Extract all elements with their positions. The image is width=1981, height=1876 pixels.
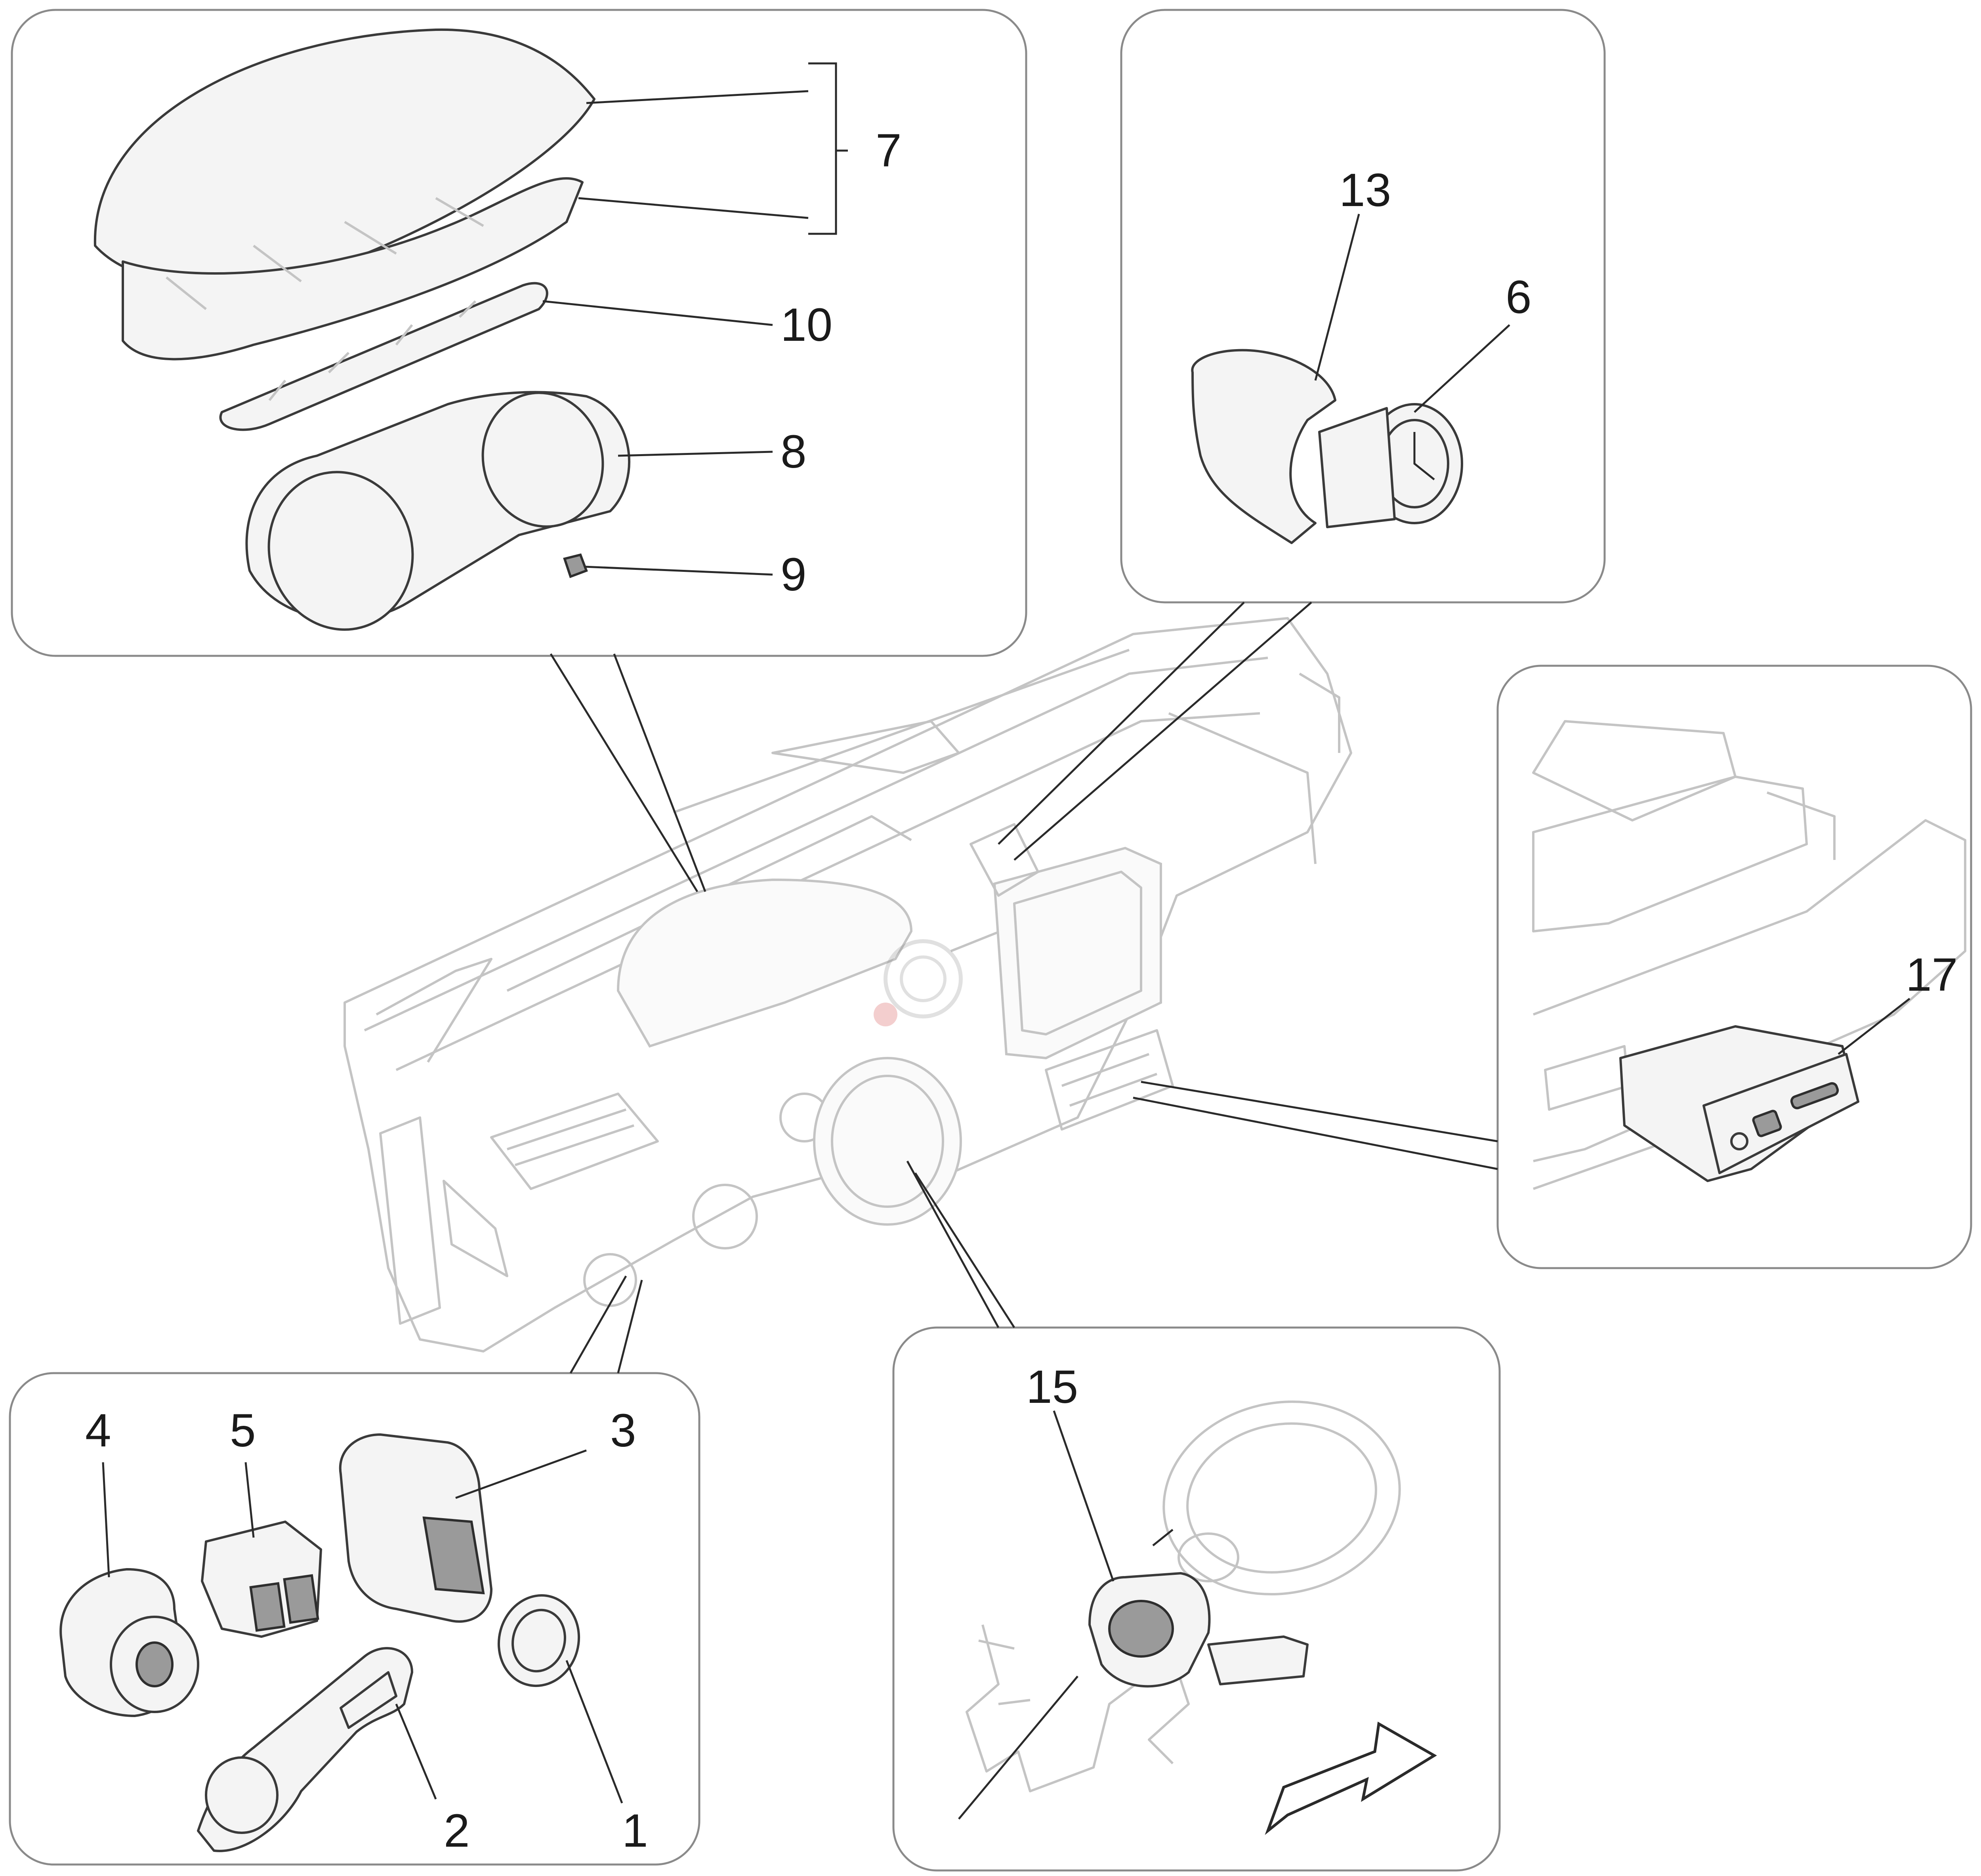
callout-8: 8 [781, 426, 807, 478]
callout-9: 9 [781, 548, 807, 601]
callout-6: 6 [1506, 271, 1532, 323]
panel-dashboard-switches: 4 5 3 2 1 [9, 1372, 700, 1866]
panel-clock: 13 6 [1120, 9, 1606, 604]
cluster-cover-base [122, 177, 584, 361]
cluster-screw [563, 553, 588, 578]
dashboard-assembly [344, 617, 1352, 1353]
callout-1: 1 [622, 1805, 648, 1857]
callout-4: 4 [85, 1404, 111, 1457]
cluster-trim [219, 282, 548, 431]
callout-7: 7 [876, 124, 902, 177]
callout-17: 17 [1906, 949, 1958, 1001]
panel-usb-hub: 17 [1496, 665, 1972, 1269]
callout-3: 3 [610, 1404, 636, 1457]
panel-instrument-cluster: 7 10 8 9 [11, 9, 1027, 657]
watermark-logo [874, 939, 963, 1026]
direction-arrow [1265, 1721, 1437, 1835]
callout-2: 2 [444, 1805, 470, 1857]
panel-steering-switches: 15 [892, 1326, 1501, 1872]
callout-15: 15 [1026, 1361, 1078, 1413]
callout-13: 13 [1339, 164, 1391, 216]
callout-10: 10 [781, 299, 832, 351]
clock-housing [1191, 349, 1336, 544]
callout-5: 5 [230, 1404, 256, 1457]
